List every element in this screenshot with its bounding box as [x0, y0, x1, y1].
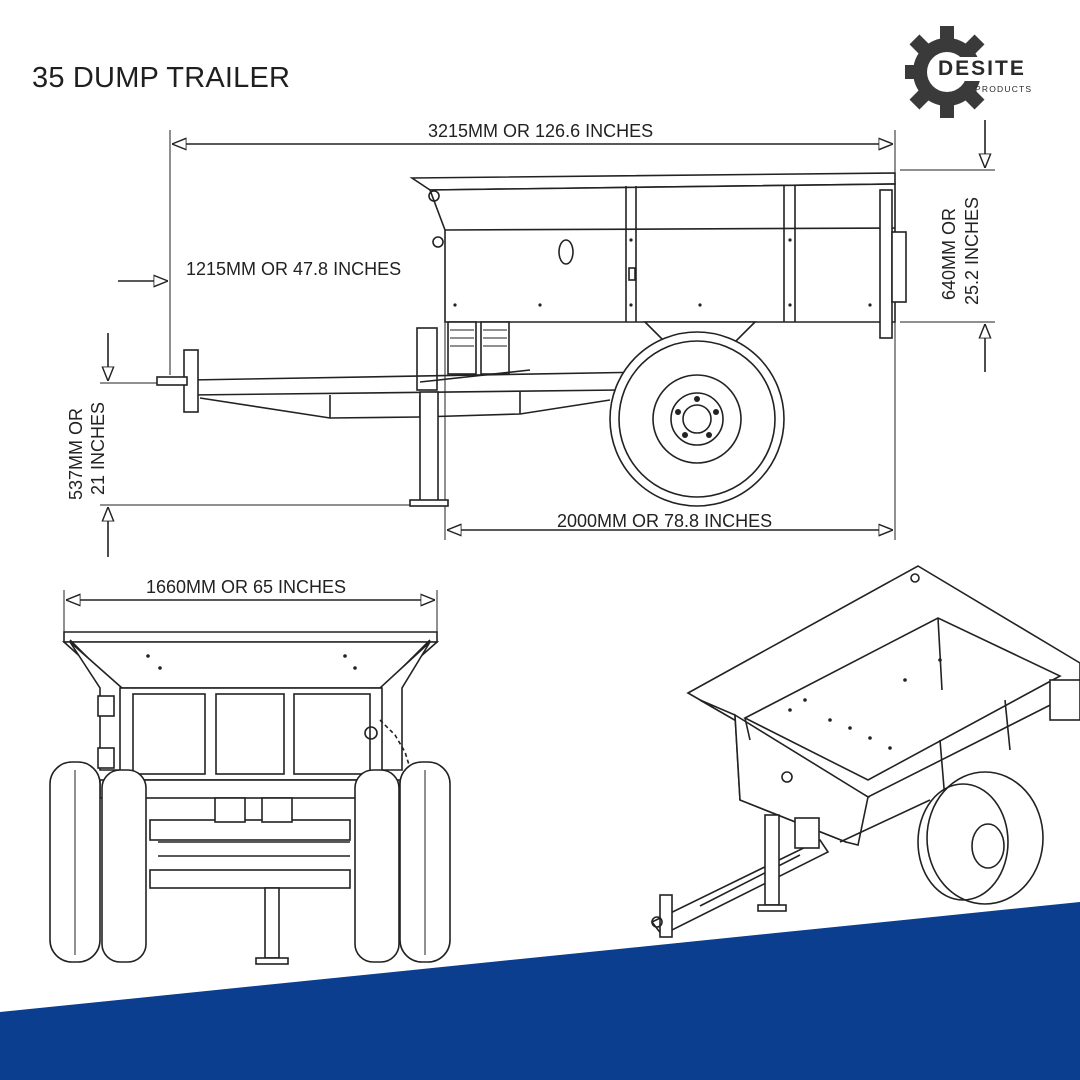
hitch-height-label-1: 537MM OR — [66, 408, 86, 500]
logo-subtitle: PRODUCTS — [975, 84, 1033, 94]
tongue-length-label: 1215MM OR 47.8 INCHES — [186, 259, 401, 279]
side-wheel — [609, 331, 785, 507]
overall-length-label: 3215MM OR 126.6 INCHES — [428, 121, 653, 141]
side-view: 3215MM OR 126.6 INCHES 1215MM OR 47.8 IN… — [66, 120, 995, 557]
rear-view: 1660MM OR 65 INCHES — [49, 577, 451, 965]
desite-logo: DESITE PRODUCTS — [905, 24, 1055, 120]
iso-wheel — [926, 771, 1044, 905]
box-height-label-1: 640MM OR — [939, 208, 959, 300]
overall-width-label: 1660MM OR 65 INCHES — [146, 577, 346, 597]
logo-brand: DESITE — [935, 57, 1029, 81]
box-length-label: 2000MM OR 78.8 INCHES — [557, 511, 772, 531]
hitch-height-label-2: 21 INCHES — [88, 402, 108, 495]
footer-banner — [0, 902, 1080, 1080]
suspension-springs — [447, 321, 510, 375]
dump-box-side — [428, 183, 896, 323]
page-title: 35 DUMP TRAILER — [32, 62, 291, 94]
isometric-view — [650, 565, 1080, 938]
box-height-label-2: 25.2 INCHES — [962, 197, 982, 305]
